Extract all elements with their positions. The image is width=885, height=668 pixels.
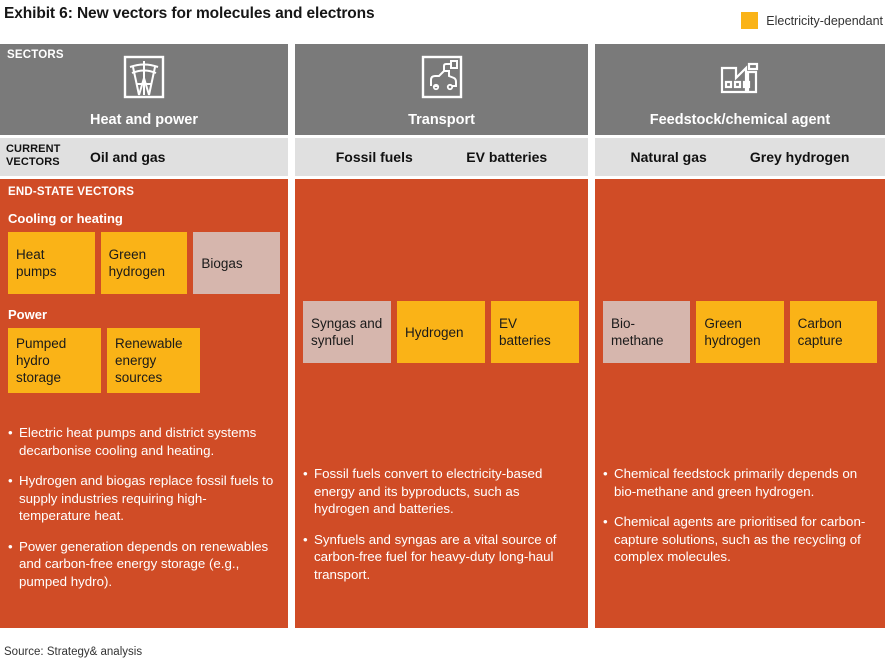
vector-box-carbon-capture[interactable]: Carbon capture (789, 301, 877, 363)
sector-header-heat-and-power: SECTORS Heat and power (0, 44, 288, 135)
column-transport: Transport Fossil fuels EV batteries Syng… (295, 44, 588, 628)
vector-box-renewable-energy-sources[interactable]: Renewable energy sources (107, 328, 200, 393)
current-vector-items: Oil and gas (0, 138, 288, 176)
current-vectors-feedstock: Natural gas Grey hydrogen (595, 138, 885, 176)
vector-box-row: Pumped hydro storage Renewable energy so… (8, 328, 280, 393)
column-feedstock-chemical-agent: Feedstock/chemical agent Natural gas Gre… (595, 44, 885, 628)
legend: Electricity-dependant (741, 12, 883, 29)
page-title: Exhibit 6: New vectors for molecules and… (4, 5, 375, 22)
source-note: Source: Strategy& analysis (4, 646, 143, 658)
bullet-marker-icon: • (303, 466, 308, 481)
vector-box-hydrogen[interactable]: Hydrogen (397, 301, 485, 363)
bullet-marker-icon: • (8, 538, 13, 554)
vector-box-bio-methane[interactable]: Bio-methane (603, 301, 691, 363)
end-state-transport: Syngas and synfuel Hydrogen EV batteries… (295, 179, 588, 628)
bullet-list: • Fossil fuels convert to electricity-ba… (303, 465, 580, 583)
group-label-cooling-or-heating: Cooling or heating (8, 211, 123, 226)
sector-header-transport: Transport (295, 44, 588, 135)
vector-box-green-hydrogen[interactable]: Green hydrogen (100, 232, 188, 294)
list-item: • Power generation depends on renewables… (8, 538, 276, 591)
vector-box-row: Bio-methane Green hydrogen Carbon captur… (603, 301, 877, 363)
current-vectors-label-line2: VECTORS (6, 156, 60, 168)
current-vectors-label-line1: CURRENT (6, 143, 61, 155)
sector-name-heat-and-power: Heat and power (90, 112, 198, 128)
vector-box-pumped-hydro-storage[interactable]: Pumped hydro storage (8, 328, 101, 393)
current-vector-item: Fossil fuels (335, 149, 413, 165)
legend-swatch-icon (741, 12, 759, 29)
bullet-marker-icon: • (603, 514, 608, 529)
vector-box-biogas[interactable]: Biogas (193, 232, 281, 294)
vector-box-ev-batteries[interactable]: EV batteries (491, 301, 579, 363)
list-item: • Chemical agents are prioritised for ca… (603, 513, 873, 566)
bullet-text: Electric heat pumps and district systems… (19, 425, 257, 458)
current-vector-items: Fossil fuels EV batteries (295, 138, 588, 176)
factory-icon (713, 52, 767, 102)
spacer (8, 393, 280, 406)
power-tower-icon (117, 52, 171, 102)
legend-label: Electricity-dependant (766, 13, 883, 28)
columns-container: SECTORS Heat and power CURR (0, 44, 885, 628)
bullet-marker-icon: • (8, 473, 13, 488)
list-item: • Fossil fuels convert to electricity-ba… (303, 465, 576, 518)
bullet-list: • Electric heat pumps and district syste… (8, 424, 280, 590)
current-vector-item: EV batteries (466, 149, 548, 165)
current-vector-item: Natural gas (630, 149, 707, 165)
spacer (303, 179, 580, 301)
sector-header-feedstock: Feedstock/chemical agent (595, 44, 885, 135)
vector-box-row: Heat pumps Green hydrogen Biogas (8, 232, 281, 294)
list-item: • Chemical feedstock primarily depends o… (603, 465, 873, 500)
vector-box-syngas-and-synfuel[interactable]: Syngas and synfuel (303, 301, 391, 363)
bullet-text: Hydrogen and biogas replace fossil fuels… (19, 473, 274, 523)
list-item: • Electric heat pumps and district syste… (8, 424, 276, 459)
group-label-power: Power (8, 307, 48, 322)
bullet-marker-icon: • (8, 425, 13, 440)
vector-box-green-hydrogen[interactable]: Green hydrogen (696, 301, 784, 363)
list-item: • Synfuels and syngas are a vital source… (303, 531, 576, 584)
column-heat-and-power: SECTORS Heat and power CURR (0, 44, 288, 628)
bullet-text: Fossil fuels convert to electricity-base… (314, 466, 543, 516)
bullet-text: Chemical feedstock primarily depends on … (614, 466, 858, 499)
bullet-list: • Chemical feedstock primarily depends o… (603, 465, 877, 566)
sectors-row-label: SECTORS (7, 49, 64, 61)
bullet-text: Power generation depends on renewables a… (19, 538, 269, 589)
end-state-vectors-label: END-STATE VECTORS (8, 186, 135, 198)
current-vector-items: Natural gas Grey hydrogen (595, 138, 885, 176)
current-vectors-row-label: CURRENT VECTORS (6, 143, 60, 169)
bullet-marker-icon: • (603, 466, 608, 481)
current-vector-item: Oil and gas (90, 149, 166, 165)
vector-box-row: Syngas and synfuel Hydrogen EV batteries (303, 301, 580, 363)
current-vectors-transport: Fossil fuels EV batteries (295, 138, 588, 176)
header: Exhibit 6: New vectors for molecules and… (0, 0, 885, 44)
bullet-text: Synfuels and syngas are a vital source o… (314, 531, 557, 582)
list-item: • Hydrogen and biogas replace fossil fue… (8, 472, 276, 525)
end-state-feedstock: Bio-methane Green hydrogen Carbon captur… (595, 179, 885, 628)
bullet-marker-icon: • (303, 531, 308, 547)
bullet-text: Chemical agents are prioritised for carb… (614, 514, 866, 564)
electric-car-icon (415, 52, 469, 102)
current-vector-item: Grey hydrogen (749, 149, 850, 165)
sector-name-transport: Transport (408, 112, 475, 128)
current-vectors-heat-and-power: CURRENT VECTORS Oil and gas (0, 138, 288, 176)
vector-box-heat-pumps[interactable]: Heat pumps (8, 232, 95, 294)
sector-name-feedstock: Feedstock/chemical agent (649, 112, 831, 128)
end-state-heat-and-power: END-STATE VECTORS Cooling or heating Hea… (0, 179, 288, 628)
spacer (603, 179, 877, 301)
